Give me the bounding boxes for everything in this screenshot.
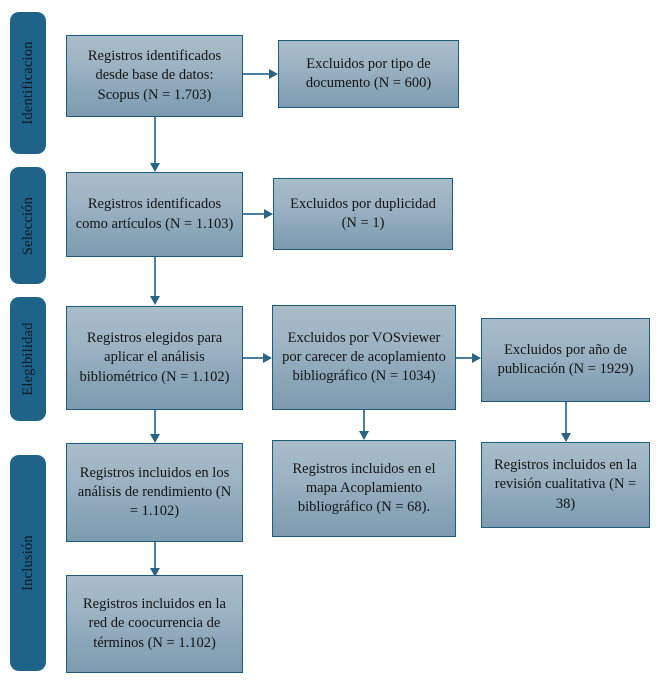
box-identified-records-text: Registros identificados desde base de da… — [87, 48, 222, 103]
box-eligible-records: Registros elegidos para aplicar el análi… — [66, 306, 243, 410]
arrowhead-excluded-year — [472, 353, 481, 363]
connector-vosviewer-to-included-map — [363, 410, 365, 431]
arrowhead-excluded-vosviewer — [263, 353, 272, 363]
box-included-qualitative: Registros incluidos en la revisión cuali… — [481, 442, 650, 528]
connector-eligible-to-excluded-vosviewer — [243, 357, 263, 359]
stage-tab-identificacion-label: Identificacion — [19, 41, 36, 125]
arrowhead-included-qualitative — [560, 433, 571, 442]
box-excluded-vosviewer-text: Excluidos por VOSviewer por carecer de a… — [282, 329, 446, 385]
connector-identified-to-excluded-doctype — [243, 73, 269, 75]
arrowhead-excluded-doctype — [269, 69, 278, 79]
box-excluded-duplicates: Excluidos por duplicidad (N = 1) — [273, 178, 453, 250]
stage-tab-elegibilidad: Elegibilidad — [10, 297, 46, 421]
stage-tab-inclusion-label: Inclusión — [19, 535, 36, 591]
box-excluded-doctype: Excluidos por tipo de documento (N = 600… — [278, 40, 459, 108]
arrowhead-eligible — [149, 296, 160, 305]
box-excluded-year-text: Excluidos por año de publicación (N = 19… — [497, 341, 634, 377]
box-excluded-doctype-text: Excluidos por tipo de documento (N = 600… — [305, 55, 432, 91]
connector-articles-to-excluded-duplicates — [243, 213, 264, 215]
stage-tab-inclusion: Inclusión — [10, 455, 46, 671]
connector-excluded-year-to-included-qualitative — [565, 402, 567, 433]
arrowhead-included-performance — [149, 434, 160, 443]
box-eligible-records-text: Registros elegidos para aplicar el análi… — [79, 330, 230, 385]
arrowhead-articles — [149, 163, 160, 172]
box-included-cooccurrence: Registros incluidos en la red de coocurr… — [66, 575, 243, 673]
arrowhead-included-cooccurrence — [149, 568, 160, 577]
box-included-performance-text: Registros incluidos en los análisis de r… — [77, 464, 232, 520]
box-included-cooccurrence-text: Registros incluidos en la red de coocurr… — [83, 596, 226, 651]
box-included-performance: Registros incluidos en los análisis de r… — [66, 443, 243, 542]
box-included-qualitative-text: Registros incluidos en la revisión cuali… — [494, 457, 637, 512]
connector-vosviewer-to-excluded-year — [456, 357, 472, 359]
box-excluded-vosviewer: Excluidos por VOSviewer por carecer de a… — [272, 305, 456, 410]
stage-tab-seleccion: Selección — [10, 167, 46, 284]
connector-eligible-to-included-performance — [154, 410, 156, 434]
box-identified-articles: Registros identificados como artículos (… — [66, 172, 243, 257]
box-identified-records: Registros identificados desde base de da… — [66, 35, 243, 117]
box-excluded-year: Excluidos por año de publicación (N = 19… — [481, 318, 650, 402]
box-included-map: Registros incluidos en el mapa Acoplamie… — [272, 440, 456, 537]
stage-tab-elegibilidad-label: Elegibilidad — [19, 322, 36, 396]
stage-tab-identificacion: Identificacion — [10, 12, 46, 154]
connector-performance-to-cooccurrence — [154, 542, 156, 568]
stage-tab-seleccion-label: Selección — [19, 196, 36, 255]
connector-articles-to-eligible — [154, 257, 156, 296]
box-included-map-text: Registros incluidos en el mapa Acoplamie… — [292, 460, 436, 516]
connector-identified-to-articles — [154, 117, 156, 163]
box-excluded-duplicates-text: Excluidos por duplicidad (N = 1) — [290, 195, 436, 231]
box-identified-articles-text: Registros identificados como artículos (… — [75, 196, 234, 232]
arrowhead-excluded-duplicates — [264, 209, 273, 219]
arrowhead-included-map — [358, 431, 369, 440]
